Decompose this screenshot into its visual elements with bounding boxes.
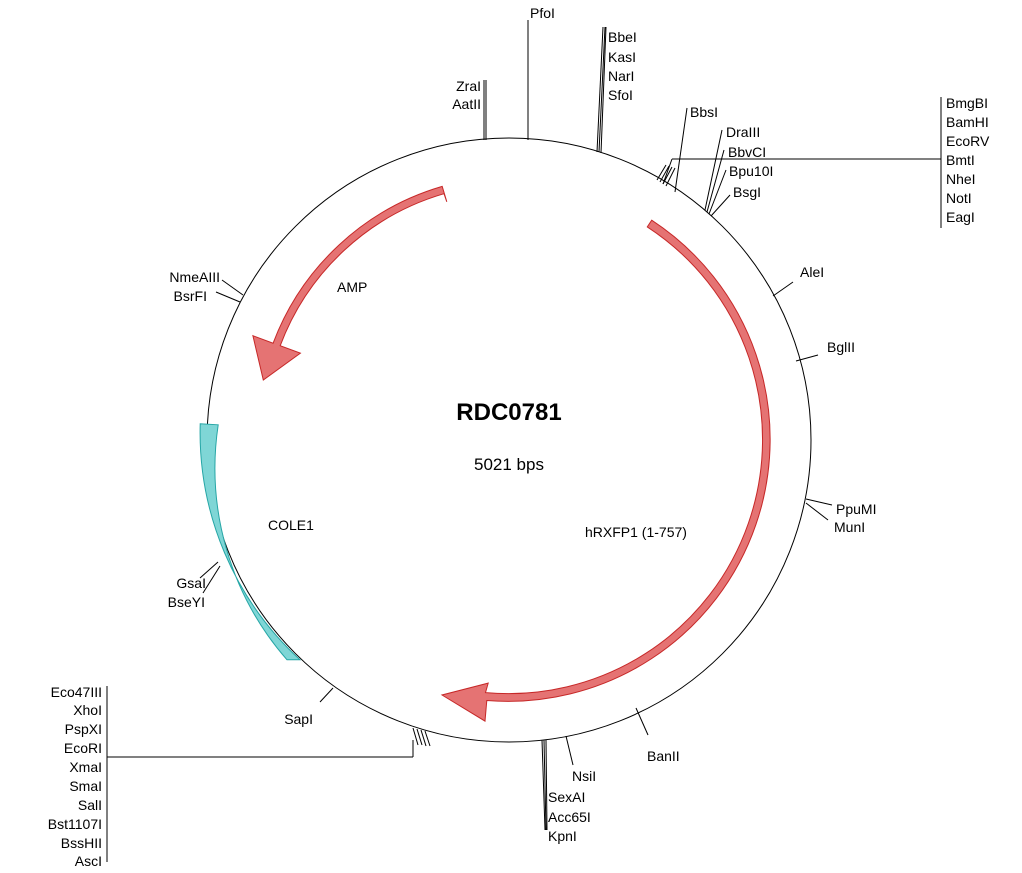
site-label[interactable]: NarI [608,68,634,84]
site-label[interactable]: BmgBI [946,95,988,111]
feature-layer [199,185,771,722]
plasmid-name: RDC0781 [456,399,561,426]
site-label[interactable]: SapI [284,711,313,727]
site-label[interactable]: SexAI [548,789,585,805]
site-label[interactable]: Bst1107I [48,816,102,832]
site-label[interactable]: NmeAIII [169,269,220,285]
amp-feature-arrow[interactable] [252,185,448,381]
hrxfp1-feature-arrow[interactable] [440,219,771,722]
site-label[interactable]: EcoRI [64,740,102,756]
site-label[interactable]: BglII [827,339,855,355]
site-ticks [106,20,942,862]
site-label[interactable]: BbsI [690,104,718,120]
site-label[interactable]: XhoI [73,702,102,718]
site-label[interactable]: BseYI [168,594,205,610]
site-label[interactable]: GsaI [176,575,206,591]
site-label[interactable]: NsiI [572,768,596,784]
site-label[interactable]: BsgI [733,184,761,200]
site-label[interactable]: BsrFI [174,288,207,304]
site-label[interactable]: BbeI [608,29,637,45]
plasmid-backbone [206,137,812,743]
site-label[interactable]: Eco47III [51,684,102,700]
site-label[interactable]: BanII [647,748,680,764]
site-label[interactable]: BmtI [946,152,975,168]
amp-feature-label: AMP [337,279,367,295]
site-label[interactable]: BbvCI [728,144,766,160]
site-label[interactable]: AleI [800,264,824,280]
site-labels: PfoI BbeI KasI NarI SfoI ZraI AatII BbsI… [48,5,990,869]
cole1-feature-label: COLE1 [268,517,314,533]
site-label[interactable]: BssHII [61,835,102,851]
site-label[interactable]: AatII [452,96,481,112]
site-label[interactable]: NotI [946,190,972,206]
plasmid-size: 5021 bps [474,455,544,474]
site-label[interactable]: PfoI [530,5,555,21]
site-label[interactable]: ZraI [456,78,481,94]
site-label[interactable]: KpnI [548,828,577,844]
cole1-feature-box[interactable] [199,423,302,661]
site-label[interactable]: SfoI [608,87,633,103]
site-label[interactable]: BamHI [946,114,989,130]
site-label[interactable]: PpuMI [836,501,876,517]
site-label[interactable]: PspXI [65,721,102,737]
site-label[interactable]: KasI [608,49,636,65]
site-label[interactable]: AscI [75,853,102,869]
site-label[interactable]: SalI [78,797,102,813]
site-label[interactable]: MunI [834,519,865,535]
site-label[interactable]: EcoRV [946,133,990,149]
site-label[interactable]: SmaI [69,778,102,794]
hrxfp1-feature-label: hRXFP1 (1-757) [585,524,687,540]
site-label[interactable]: XmaI [69,759,102,775]
site-label[interactable]: EagI [946,209,975,225]
site-label[interactable]: Bpu10I [729,163,773,179]
site-label[interactable]: NheI [946,171,976,187]
site-label[interactable]: DraIII [726,124,760,140]
site-label[interactable]: Acc65I [548,809,591,825]
